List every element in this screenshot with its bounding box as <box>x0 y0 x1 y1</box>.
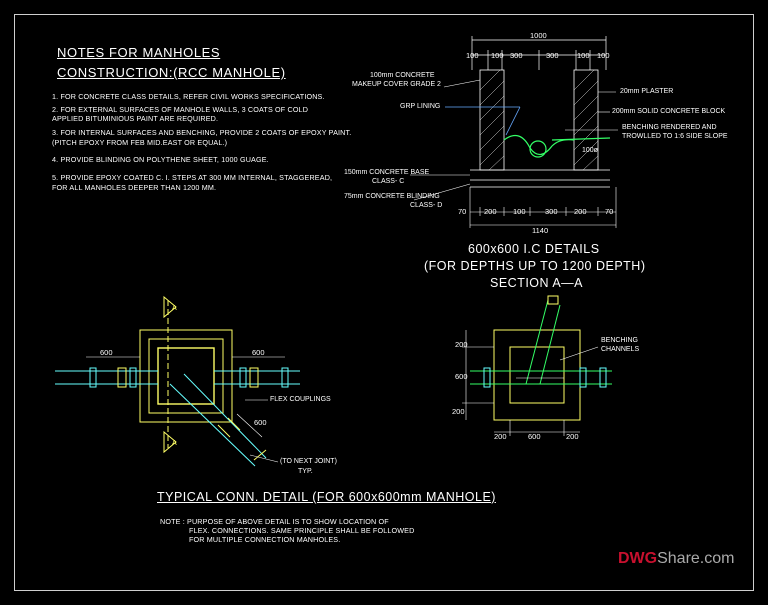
note-line: 2. FOR EXTERNAL SURFACES OF MANHOLE WALL… <box>52 105 309 114</box>
dim-total-top: 1000 <box>530 31 547 40</box>
makeup-label: 100mm CONCRETE <box>370 72 435 79</box>
dim-label: 100 <box>466 51 479 60</box>
blinding-label-2: CLASS- D <box>410 202 443 209</box>
dim-label: 200 <box>484 207 497 216</box>
rp-dim-left: 200 <box>455 340 468 349</box>
watermark-dwg: DWG <box>618 550 658 567</box>
rp-dim-left: 200 <box>452 407 465 416</box>
note-line: (PITCH EPOXY FROM FEB MID.EAST OR EQUAL.… <box>52 138 228 147</box>
base-label: 150mm CONCRETE BASE <box>344 169 430 176</box>
plan-dim-diag: 600 <box>254 418 267 427</box>
base-label-2: CLASS- C <box>372 178 405 185</box>
plan-dim-left: 600 <box>100 348 113 357</box>
dim-label: 100 <box>513 207 526 216</box>
benching-channels-label-1: BENCHING <box>601 337 638 344</box>
dim-label: 100 <box>577 51 590 60</box>
note-line: FOR ALL MANHOLES DEEPER THAN 1200 MM. <box>52 183 217 192</box>
section-caption-1: 600x600 I.C DETAILS <box>468 242 600 256</box>
dim-label: 200 <box>574 207 587 216</box>
dim-label: 70 <box>605 207 614 216</box>
rp-dim-bottom: 200 <box>494 432 507 441</box>
block-label: 200mm SOLID CONCRETE BLOCK <box>612 108 726 115</box>
makeup-label-2: MAKEUP COVER GRADE 2 <box>352 81 441 88</box>
pipe-dia-label: 100ø <box>582 147 598 154</box>
drawing-frame <box>14 14 754 591</box>
benching-label-1: BENCHING RENDERED AND <box>622 124 717 131</box>
dim-label: 100 <box>491 51 504 60</box>
section-mark-bottom: A <box>172 440 177 447</box>
flex-couplings-label: FLEX COUPLINGS <box>270 396 331 403</box>
dim-label: 300 <box>545 207 558 216</box>
plaster-label: 20mm PLASTER <box>620 88 674 95</box>
typical-caption: TYPICAL CONN. DETAIL (FOR 600x600mm MANH… <box>157 490 496 504</box>
watermark-logo: DWGShare.com <box>618 550 734 568</box>
bottom-note: NOTE : PURPOSE OF ABOVE DETAIL IS TO SHO… <box>160 517 389 526</box>
section-mark-top: A <box>172 305 177 312</box>
dim-label: 100 <box>597 51 610 60</box>
rp-dim-left: 600 <box>455 372 468 381</box>
benching-channels-label-2: CHANNELS <box>601 346 640 353</box>
notes-title-2: CONSTRUCTION:(RCC MANHOLE) <box>57 65 286 80</box>
watermark-share: Share.com <box>657 550 735 567</box>
plan-dim-right: 600 <box>252 348 265 357</box>
dim-label: 70 <box>458 207 467 216</box>
dim-label: 300 <box>546 51 559 60</box>
bottom-note: FLEX. CONNECTIONS. SAME PRINCIPLE SHALL … <box>189 526 415 535</box>
notes-title-1: NOTES FOR MANHOLES <box>57 45 221 60</box>
blinding-label: 75mm CONCRETE BLINDING <box>344 193 440 200</box>
dim-label: 300 <box>510 51 523 60</box>
bottom-note: FOR MULTIPLE CONNECTION MANHOLES. <box>189 535 341 544</box>
note-line: 1. FOR CONCRETE CLASS DETAILS, REFER CIV… <box>52 92 325 101</box>
dim-total-bottom: 1140 <box>532 226 549 235</box>
rp-dim-bottom: 200 <box>566 432 579 441</box>
benching-label-2: TROWLLED TO 1:6 SIDE SLOPE <box>622 133 728 140</box>
rp-dim-bottom: 600 <box>528 432 541 441</box>
next-joint-label: (TO NEXT JOINT) <box>280 458 337 465</box>
section-caption-3: SECTION A—A <box>490 276 584 290</box>
section-caption-2: (FOR DEPTHS UP TO 1200 DEPTH) <box>424 259 646 273</box>
note-line: APPLIED BITUMINIOUS PAINT ARE REQUIRED. <box>52 114 219 123</box>
note-line: 5. PROVIDE EPOXY COATED C. I. STEPS AT 3… <box>52 173 333 182</box>
note-line: 3. FOR INTERNAL SURFACES AND BENCHING, P… <box>52 128 352 137</box>
note-line: 4. PROVIDE BLINDING ON POLYTHENE SHEET, … <box>52 155 269 164</box>
grp-label: GRP LINING <box>400 103 441 110</box>
typ-label: TYP. <box>298 468 313 475</box>
